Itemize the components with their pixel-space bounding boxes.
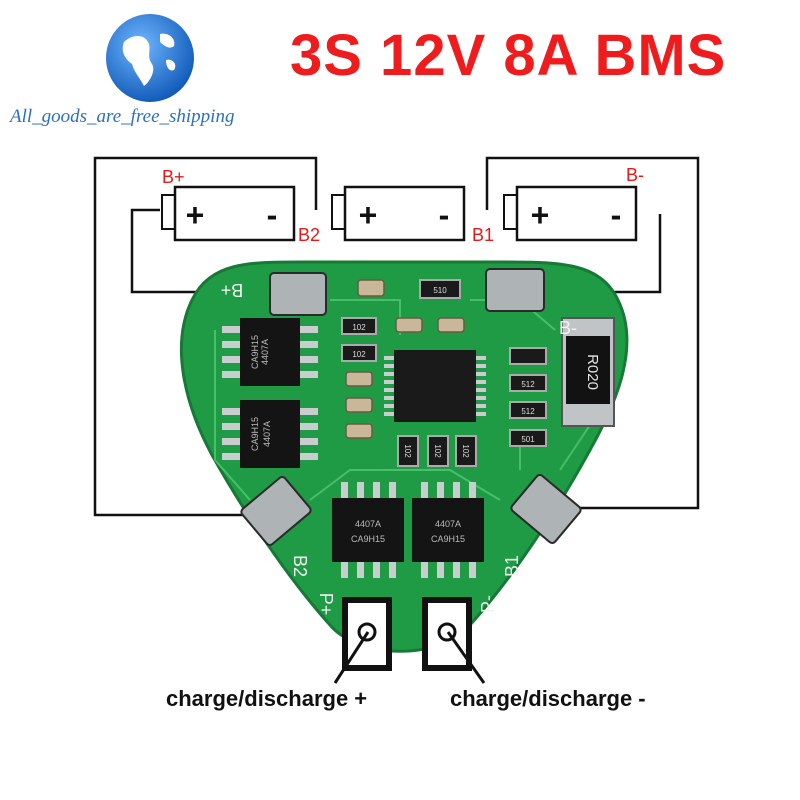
control-ic <box>384 350 486 422</box>
shunt-resistor <box>561 317 615 427</box>
smd-code-5: 512 <box>521 407 535 416</box>
cell-3-plus: + <box>531 197 550 233</box>
cell-2-plus: + <box>359 197 378 233</box>
silk-p-minus: P- <box>478 595 498 613</box>
mosfet-3-marking-2: CA9H15 <box>351 534 385 544</box>
smd-code-7: 102 <box>403 444 412 458</box>
smd-code-3: 102 <box>352 350 366 359</box>
smd-code-8: 102 <box>433 444 442 458</box>
pad-b-minus-solder <box>485 268 545 312</box>
caption-charge-minus: charge/discharge - <box>450 686 646 711</box>
label-b-plus: B+ <box>162 167 185 187</box>
mosfet-3-marking-1: 4407A <box>355 519 381 529</box>
silk-b-minus: B- <box>559 318 577 338</box>
smd-code-1: 510 <box>433 286 447 295</box>
wire-b1 <box>485 156 700 510</box>
mosfet-2-marking-1: 4407A <box>262 421 272 447</box>
smd-code-9: 102 <box>461 444 470 458</box>
smd-code-6: 501 <box>521 435 535 444</box>
caption-charge-plus: charge/discharge + <box>166 686 368 711</box>
smd-code-2: 102 <box>352 323 366 332</box>
silk-b-plus: B+ <box>221 280 244 300</box>
mosfet-2-marking-2: CA9H15 <box>250 417 260 451</box>
mosfet-4-marking-1: 4407A <box>435 519 461 529</box>
pad-b1-solder <box>510 474 582 544</box>
pointer-minus <box>446 631 486 684</box>
mosfet-4-marking-2: CA9H15 <box>431 534 465 544</box>
mosfet-chip-4 <box>412 482 484 578</box>
silk-b2: B2 <box>290 555 310 577</box>
smd-resistors <box>341 279 547 467</box>
globe-logo <box>106 14 194 102</box>
cell-1-plus: + <box>186 197 205 233</box>
page-title: 3S 12V 8A BMS <box>290 23 727 88</box>
silk-p-plus: P+ <box>316 593 336 616</box>
wire-b2 <box>93 156 318 517</box>
shunt-resistor-label: R020 <box>584 354 601 390</box>
mosfet-1-marking-2: CA9H15 <box>250 335 260 369</box>
mosfet-chip-2 <box>222 400 318 468</box>
mosfet-chip-1 <box>222 318 318 386</box>
pad-b2-solder <box>240 476 312 546</box>
pad-b-plus-solder <box>269 272 327 316</box>
cell-1-minus: - <box>267 197 278 233</box>
capacitors <box>345 279 465 439</box>
label-b-minus: B- <box>626 165 644 185</box>
label-b1: B1 <box>472 225 494 245</box>
mosfet-1-marking-1: 4407A <box>260 339 270 365</box>
smd-code-4: 512 <box>521 380 535 389</box>
cell-3-minus: - <box>611 197 622 233</box>
battery-cell-2 <box>331 185 466 242</box>
silk-b1: B1 <box>502 555 522 577</box>
battery-cell-3 <box>503 185 638 242</box>
pad-p-minus <box>422 597 472 671</box>
shop-watermark-text: All_goods_are_free_shipping <box>10 106 235 127</box>
cell-2-minus: - <box>439 197 450 233</box>
battery-cell-1 <box>161 185 296 242</box>
pointer-plus <box>333 631 370 684</box>
label-b2: B2 <box>298 225 320 245</box>
mosfet-chip-3 <box>332 482 404 578</box>
